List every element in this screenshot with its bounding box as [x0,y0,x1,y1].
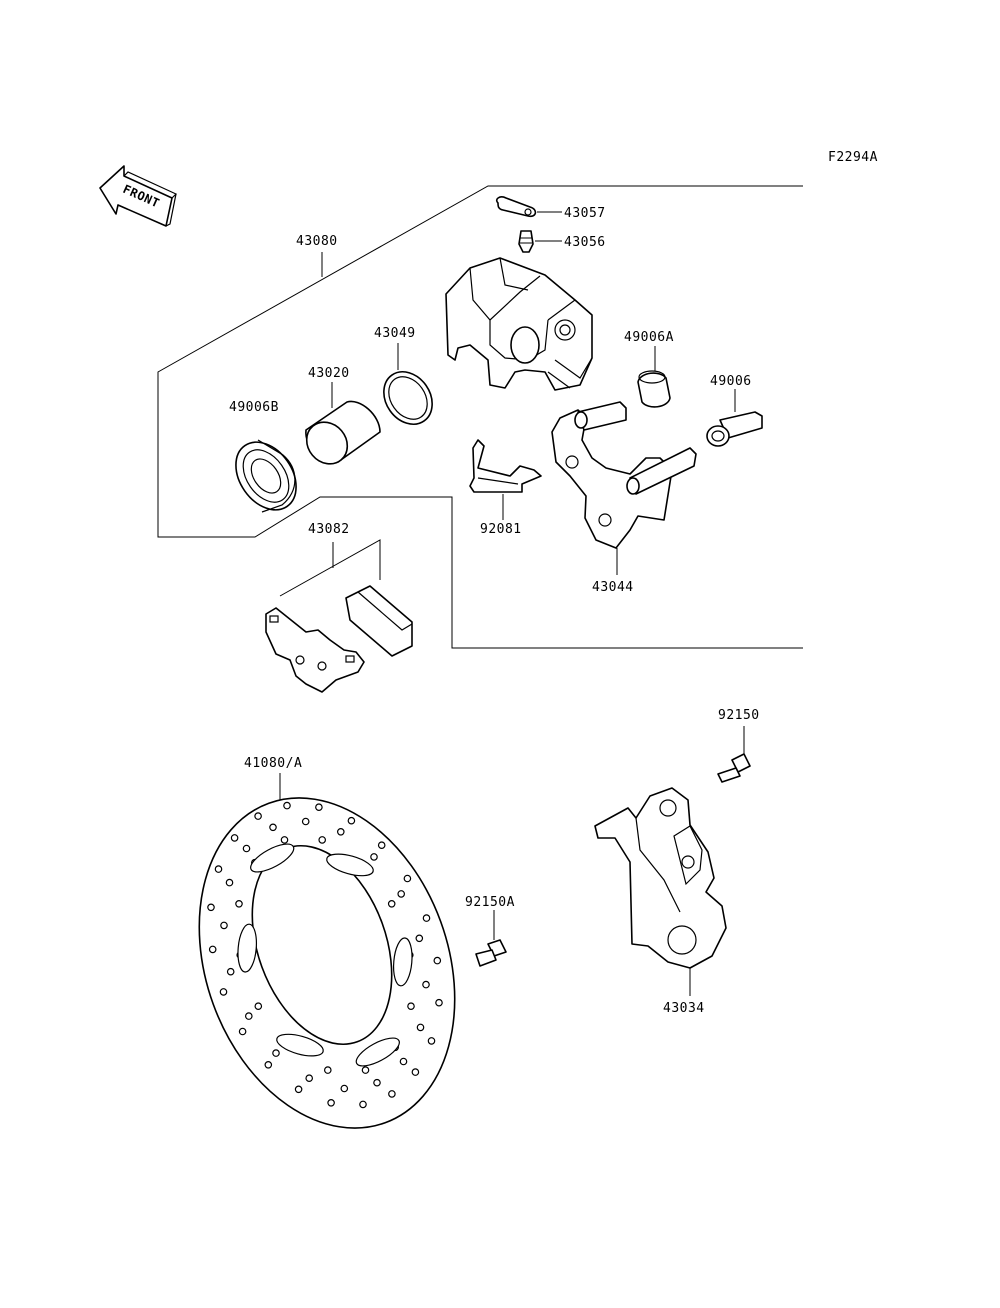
label-43080: 43080 [296,234,338,249]
pad-spring-92081 [469,439,542,520]
bolt-92150 [717,726,751,783]
label-43044: 43044 [592,580,634,595]
disc-hole [214,865,223,873]
front-arrow-icon: FRONT [99,165,178,227]
label-43034: 43034 [663,1001,705,1016]
label-49006B: 49006B [229,400,279,415]
caliper-body [445,257,593,391]
label-43056: 43056 [564,235,606,250]
caliper-holder-43034 [594,787,727,996]
disc-hole [373,1078,381,1087]
disc-hole [416,1023,425,1032]
brake-pads-43082 [265,539,413,693]
label-43082: 43082 [308,522,350,537]
disc-hole [387,899,396,908]
piston-43020 [305,382,381,465]
disc-slot [250,843,295,873]
pin-49006 [706,389,763,447]
seal-43049 [383,343,433,425]
bleeder-cap-43057 [495,196,562,218]
disc-hole [272,1049,280,1057]
disc-hole [315,803,323,812]
disc-hole [219,988,228,996]
disc-hole [305,1074,314,1083]
disc-hole [242,844,251,853]
disc-hole [359,1100,367,1109]
disc-slot [355,1037,400,1067]
label-92150: 92150 [718,708,760,723]
disc-slot [276,1033,324,1057]
disc-hole [269,823,277,832]
label-43057: 43057 [564,206,606,221]
label-41080-a: 41080/A [244,756,302,771]
disc-hole [399,1057,408,1066]
disc-hole [264,1061,273,1069]
disc-hole [327,1099,335,1107]
grommet-49006A [637,346,671,408]
label-43049: 43049 [374,326,416,341]
disc-hole [318,836,327,844]
disc-hole [301,817,310,826]
disc-hole [397,890,406,898]
disc-hole [283,801,291,810]
disc-slot [326,853,374,877]
disc-hole [226,967,235,976]
disc-hole [433,956,442,965]
disc-hole [340,1084,349,1093]
disc-hole [411,1068,420,1076]
disc-hole [361,1066,370,1074]
disc-hole [235,899,243,908]
part-labels: 43080 43057 43056 43049 49006A 43020 490… [229,206,760,1016]
disc-hole [422,980,430,989]
disc-hole [208,945,217,954]
disc-hole [254,1002,263,1011]
label-43020: 43020 [308,366,350,381]
label-92081: 92081 [480,522,522,537]
disc-hole [323,1066,332,1074]
disc-hole [388,1090,396,1098]
bleeder-valve-43056 [518,230,562,253]
disc-hole [280,836,289,844]
caliper-bracket-43044 [551,401,697,575]
disc-hole [370,853,378,861]
disc-hole [347,816,356,825]
disc-slot [392,937,413,987]
disc-hole [377,841,386,850]
disc-hole [427,1037,436,1045]
brake-disc-41080A [198,773,456,1129]
disc-hole [407,1002,415,1011]
disc-hole [254,812,262,820]
label-49006A: 49006A [624,330,674,345]
figure-code: F2294A [828,150,878,165]
disc-hole [245,1012,253,1020]
disc-hole [422,914,431,922]
disc-hole [336,827,345,836]
disc-hole [207,903,215,912]
disc-hole [220,921,228,930]
disc-hole [230,834,239,842]
disc-hole [435,998,443,1007]
disc-hole [415,934,424,943]
disc-hole [294,1085,303,1094]
bolt-92150A [475,910,507,967]
assembly-43080-outline [157,185,803,649]
dust-boot-49006B [235,439,297,513]
label-49006: 49006 [710,374,752,389]
disc-hole [225,878,234,887]
label-92150A: 92150A [465,895,515,910]
disc-hole [403,874,412,883]
disc-hole [238,1027,247,1036]
disc-slot [237,923,258,973]
